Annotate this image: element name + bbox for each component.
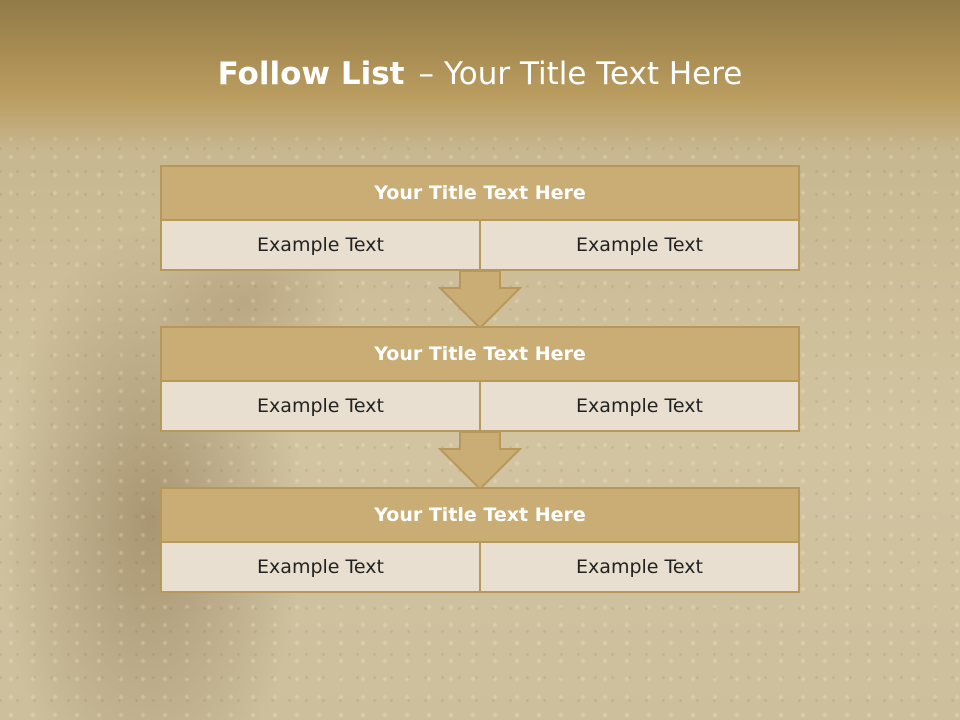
step-cell-right: Example Text xyxy=(481,382,800,432)
down-arrow-icon xyxy=(438,270,522,330)
step-cell-left: Example Text xyxy=(160,221,481,271)
step-row: Example Text Example Text xyxy=(160,543,800,593)
down-arrow-icon xyxy=(438,431,522,491)
title-rest: Your Title Text Here xyxy=(443,56,743,92)
header-band xyxy=(0,0,960,150)
step-row: Example Text Example Text xyxy=(160,221,800,271)
step-cell-right: Example Text xyxy=(481,221,800,271)
step-cell-left: Example Text xyxy=(160,543,481,593)
title-bold-part: Follow List xyxy=(217,56,405,92)
step-block-2: Your Title Text Here Example Text Exampl… xyxy=(160,326,800,432)
step-cell-left: Example Text xyxy=(160,382,481,432)
step-cell-right: Example Text xyxy=(481,543,800,593)
step-title: Your Title Text Here xyxy=(160,326,800,382)
slide-title: Follow List–Your Title Text Here xyxy=(0,56,960,92)
step-row: Example Text Example Text xyxy=(160,382,800,432)
step-title: Your Title Text Here xyxy=(160,165,800,221)
step-block-1: Your Title Text Here Example Text Exampl… xyxy=(160,165,800,271)
title-separator: – xyxy=(418,56,434,92)
step-block-3: Your Title Text Here Example Text Exampl… xyxy=(160,487,800,593)
step-title: Your Title Text Here xyxy=(160,487,800,543)
